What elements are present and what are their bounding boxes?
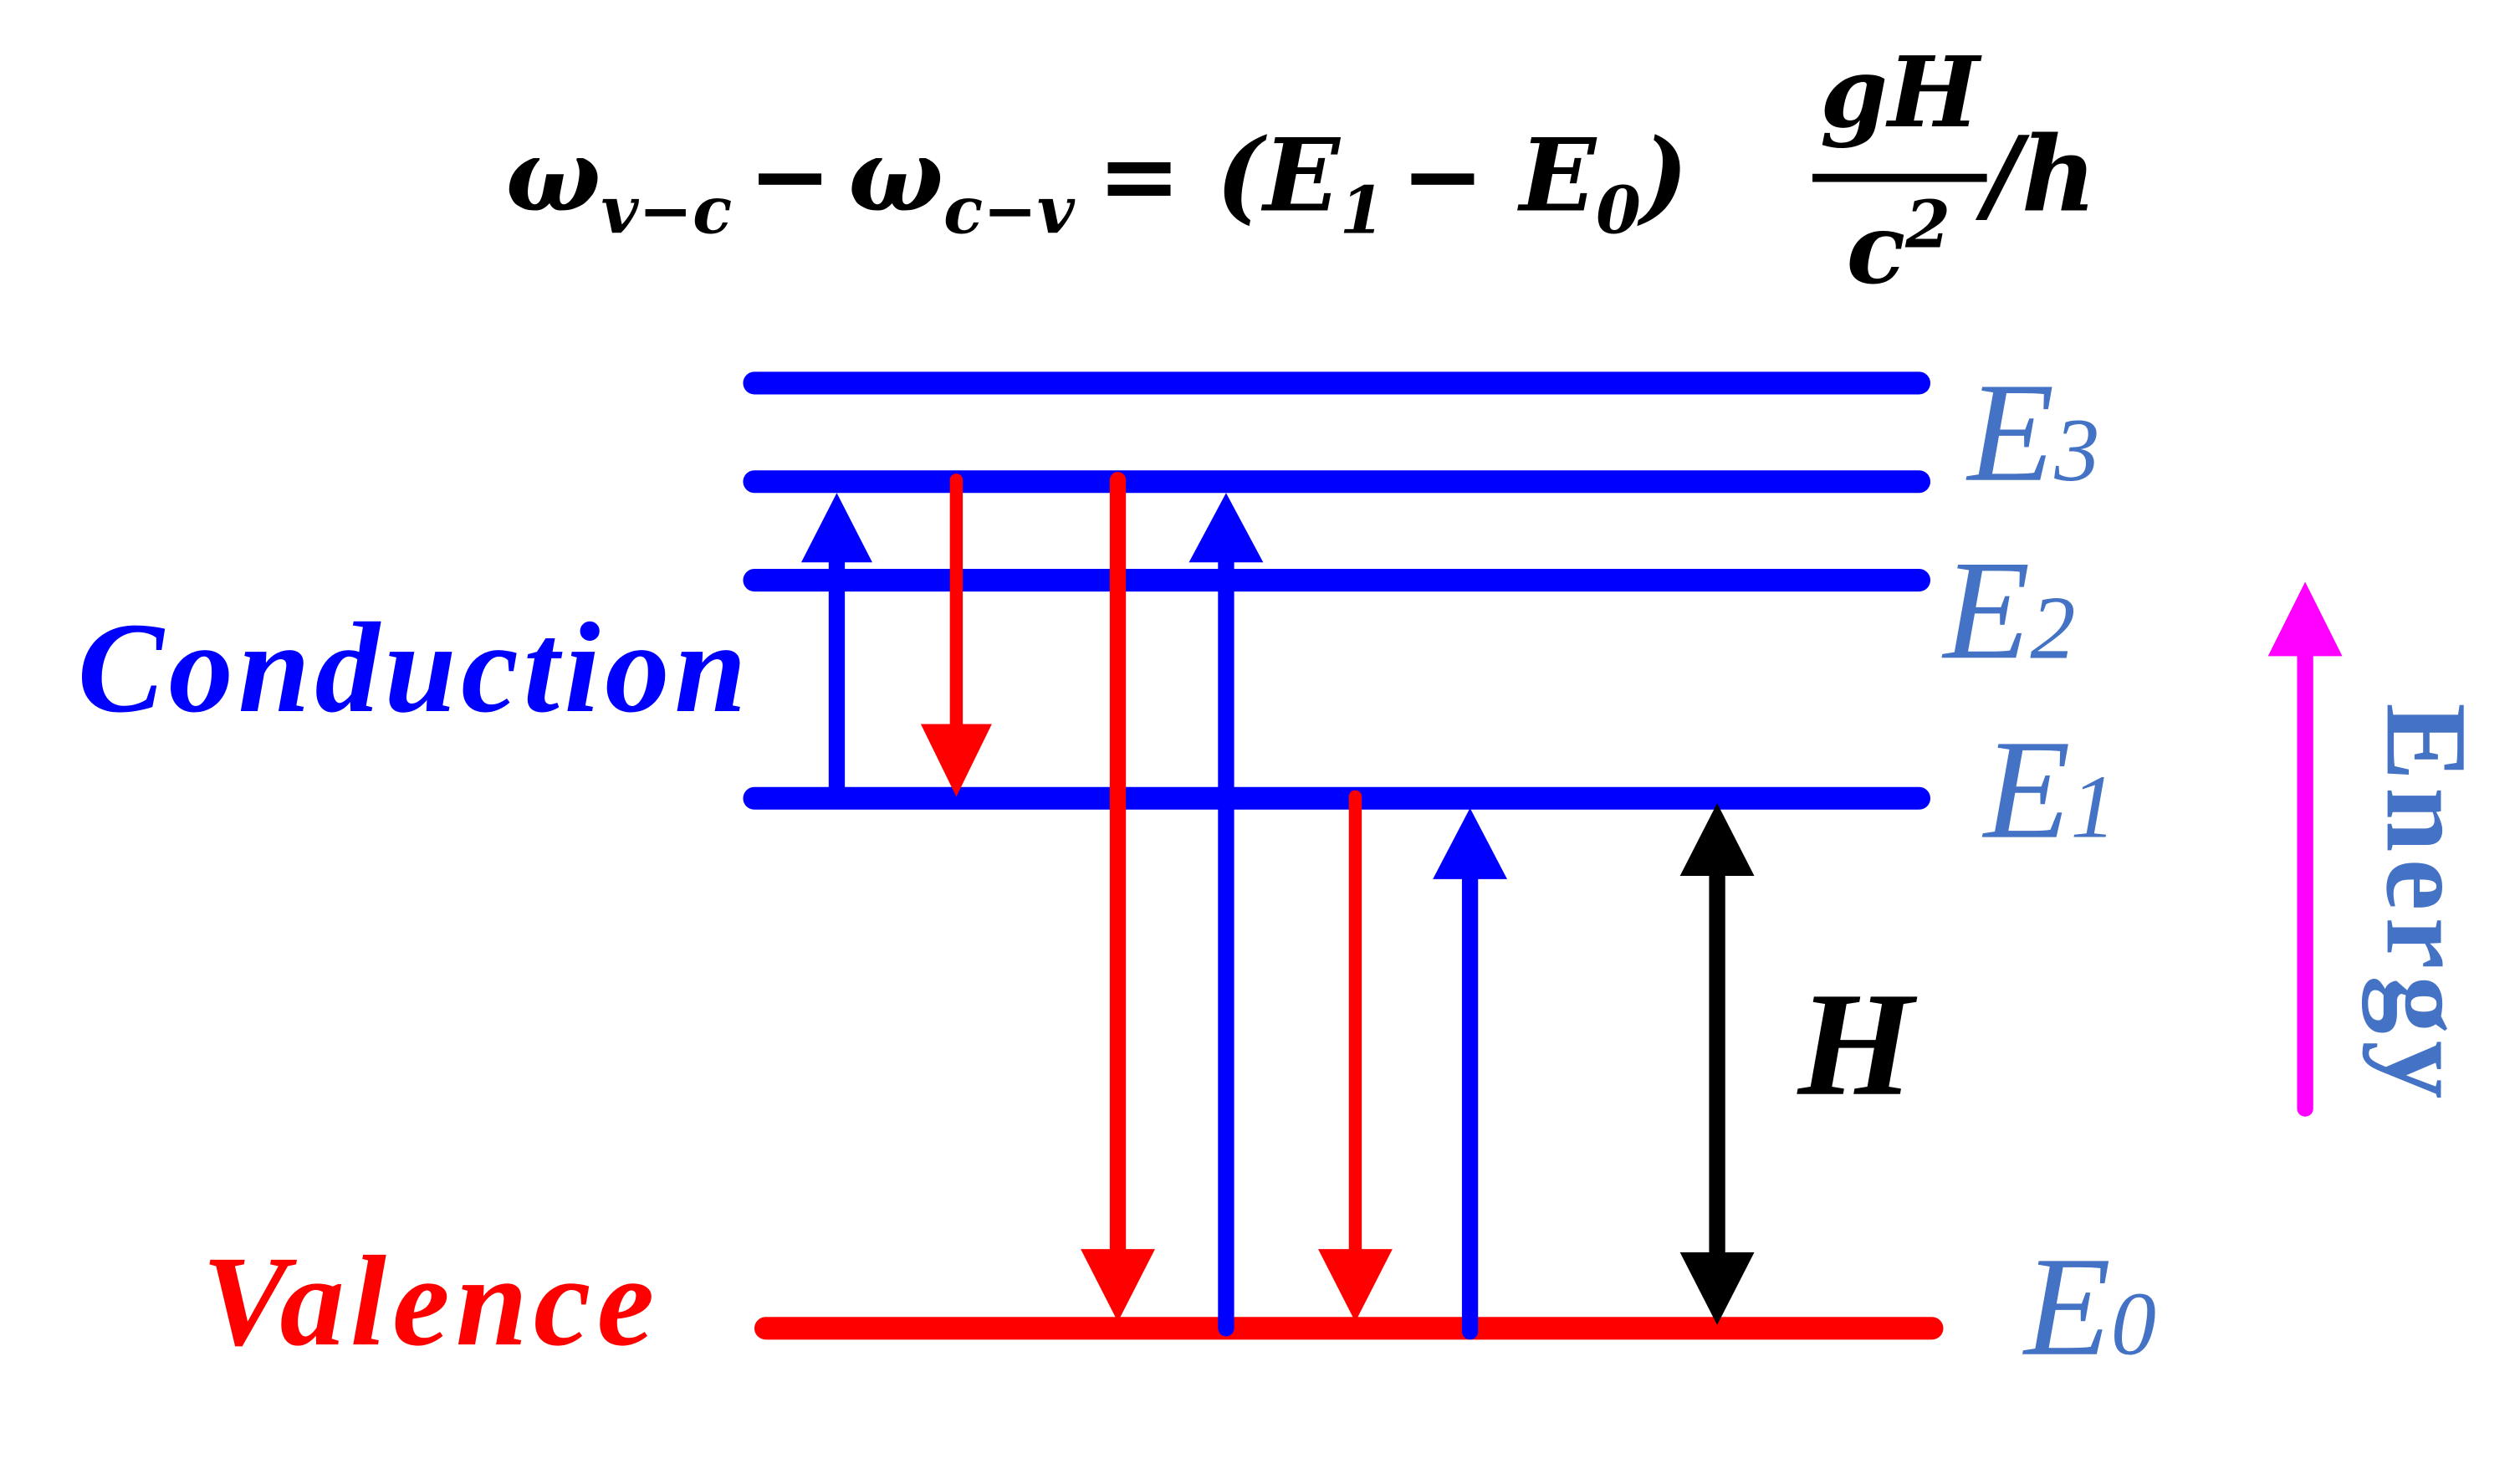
arrowhead — [1433, 807, 1508, 879]
equation: ωv−c−ωc−v= (E1− E0) — [506, 117, 1689, 248]
label-e0: E0 — [2022, 1228, 2156, 1385]
arrowhead — [1679, 803, 1755, 876]
arrowhead — [1188, 493, 1264, 563]
fraction-denominator: c2 — [1847, 187, 1950, 306]
label-e2: E2 — [1941, 531, 2075, 688]
gap-label: H — [1797, 963, 1918, 1127]
arrowhead — [920, 724, 992, 797]
arrowhead — [1679, 1252, 1755, 1325]
valence-band-label: Valence — [202, 1230, 654, 1373]
arrowhead — [2267, 581, 2343, 657]
slash-h: /h — [1976, 114, 2097, 235]
label-e1: E1 — [1982, 711, 2116, 868]
conduction-band-label: Conduction — [78, 596, 747, 740]
arrowhead — [1081, 1249, 1155, 1323]
fraction-numerator: gH — [1820, 36, 1982, 150]
arrowhead — [1318, 1249, 1393, 1323]
energy-axis-label: Energy — [2362, 703, 2491, 1098]
label-e3: E3 — [1965, 354, 2099, 511]
arrowhead — [800, 493, 872, 563]
